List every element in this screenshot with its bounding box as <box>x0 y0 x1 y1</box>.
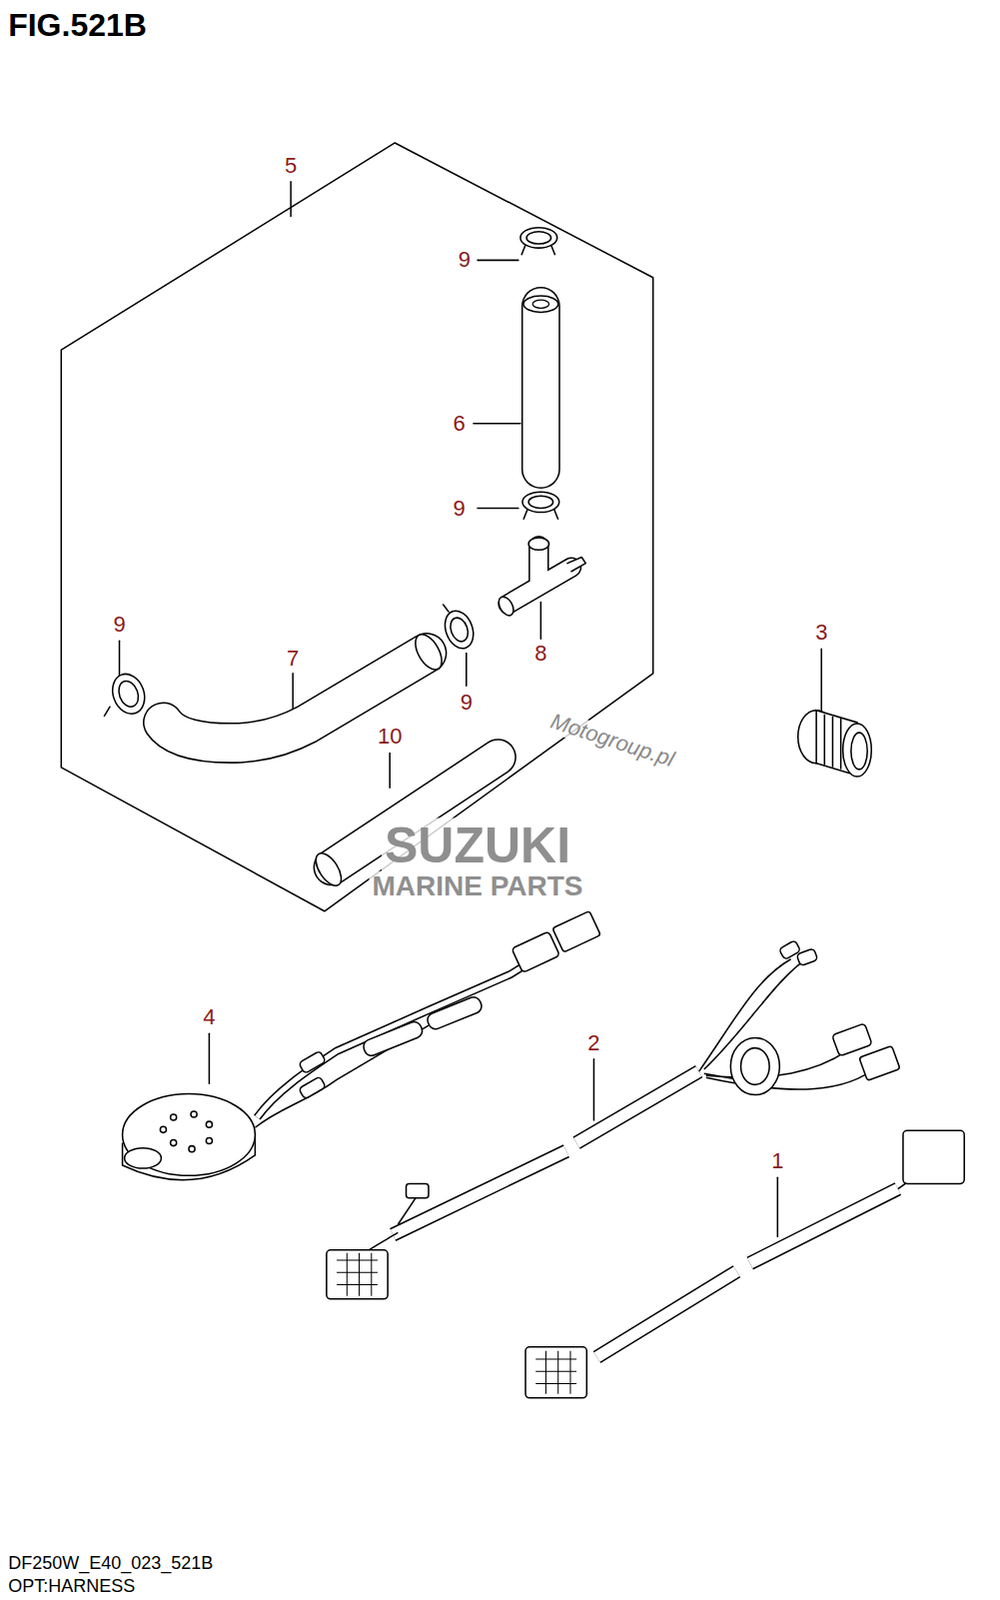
callout-number: 7 <box>284 646 301 671</box>
callout-number: 8 <box>532 641 549 666</box>
drawing-code: DF250W_E40_023_521B <box>7 1553 213 1574</box>
harness-1 <box>525 1129 965 1398</box>
callout-number: 5 <box>282 153 299 178</box>
callout-number: 9 <box>458 690 475 715</box>
hose-parts <box>162 295 586 890</box>
watermark: SUZUKI <box>381 817 574 873</box>
callout-number: 2 <box>585 1030 602 1055</box>
callout-number: 1 <box>769 1148 786 1173</box>
kit-outline <box>60 142 653 912</box>
plug-3 <box>798 710 873 777</box>
watermark: Motogroup.pl <box>544 707 680 773</box>
buzzer-harness-4 <box>122 911 602 1180</box>
callout-number: 4 <box>200 1004 217 1029</box>
callout-number: 3 <box>813 620 830 645</box>
figure-title: FIG.521B <box>7 7 147 43</box>
figure-caption: OPT:HARNESS <box>7 1576 135 1597</box>
callout-number: 9 <box>451 496 468 521</box>
callout-number: 6 <box>451 411 468 436</box>
callout-number: 9 <box>110 612 127 637</box>
watermark: MARINE PARTS <box>368 870 586 902</box>
hose-clamps <box>103 227 560 719</box>
callout-number: 10 <box>375 724 404 749</box>
callout-number: 9 <box>456 247 473 272</box>
leader-lines <box>119 181 823 1237</box>
harness-2 <box>326 940 901 1299</box>
